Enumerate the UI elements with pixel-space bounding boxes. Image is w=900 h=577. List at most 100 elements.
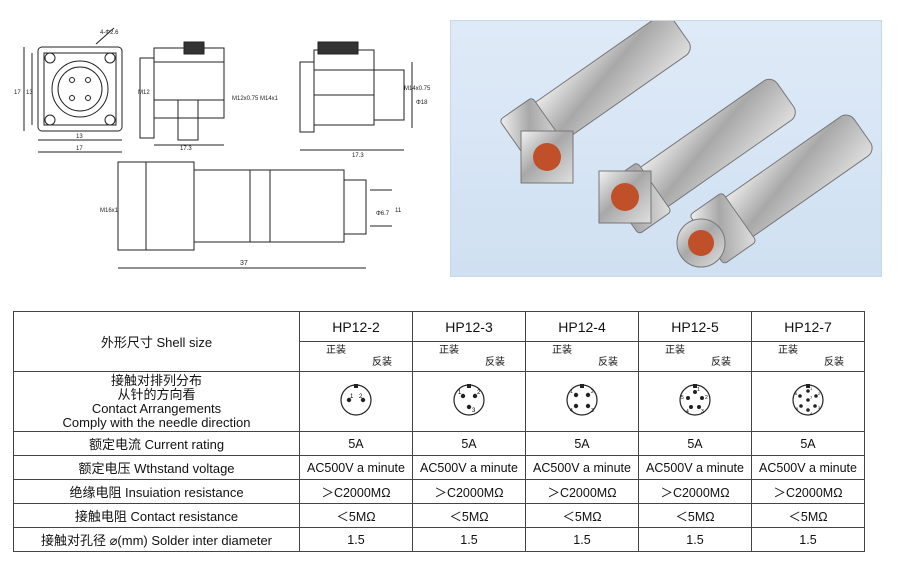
pin-label: 6 <box>795 391 798 396</box>
voltage-value: AC500V a minute <box>638 455 752 480</box>
pin-label: 3 <box>472 408 476 414</box>
pin-label: 2 <box>359 394 363 400</box>
mount-direction-cell: 正装反装 <box>299 341 413 372</box>
pin-label: 2 <box>591 389 594 395</box>
dim-17-v: 17 <box>14 90 21 96</box>
voltage-value: AC500V a minute <box>412 455 526 480</box>
rear-mount-label: 反装 <box>824 356 844 368</box>
pin-diagram-cell: 1 2 3 <box>412 371 526 432</box>
insulation-value: ＞C2000MΩ <box>412 479 526 504</box>
voltage-label: 额定电压 Wthstand voltage <box>13 455 300 480</box>
dim-m12x075: M12x0.75 <box>232 96 259 102</box>
pin-label: 5 <box>681 395 684 401</box>
contact-resistance-value: ＜5MΩ <box>751 503 865 528</box>
solder-diameter-label: 接触对孔径 ⌀(mm) Solder inter diameter <box>13 527 300 552</box>
pin-label: 4 <box>686 409 689 415</box>
dim-17-3-a: 17.3 <box>180 146 192 152</box>
contact-resistance-value: ＜5MΩ <box>299 503 413 528</box>
insulation-value: ＞C2000MΩ <box>751 479 865 504</box>
solder-diameter-value: 1.5 <box>751 527 865 552</box>
pin-label: 5 <box>796 406 799 411</box>
pin-layout-4: 1 2 3 4 <box>566 384 598 416</box>
pin-label: 2 <box>818 391 821 396</box>
pin-label: 1 <box>458 390 462 396</box>
spec-table: 外形尺寸 Shell size HP12-2 HP12-3 HP12-4 HP1… <box>13 311 865 552</box>
solder-diameter-value: 1.5 <box>299 527 413 552</box>
voltage-value: AC500V a minute <box>299 455 413 480</box>
rear-mount-label: 反装 <box>485 356 505 368</box>
front-mount-label: 正装 <box>439 344 459 356</box>
model-hp12-3: HP12-3 <box>412 311 526 342</box>
dim-phi18: Φ18 <box>416 100 428 106</box>
dim-11: 11 <box>395 208 402 214</box>
label-line-cn2: 从针的方向看 <box>117 386 196 402</box>
label-line-en1: Contact Arrangements <box>91 400 222 416</box>
mount-direction-cell: 正装反装 <box>751 341 865 372</box>
rear-mount-label: 反装 <box>372 356 392 368</box>
mount-direction-cell: 正装反装 <box>525 341 639 372</box>
current-value: 5A <box>638 431 752 456</box>
dim-13-v: 13 <box>26 90 33 96</box>
voltage-value: AC500V a minute <box>525 455 639 480</box>
technical-drawing: 4-Φ2.6 17 13 13 17 M12 17.3 M12x0.75 M14… <box>14 27 431 269</box>
product-photo <box>450 13 882 277</box>
insulation-value: ＞C2000MΩ <box>638 479 752 504</box>
solder-diameter-value: 1.5 <box>412 527 526 552</box>
rear-mount-label: 反装 <box>598 356 618 368</box>
contact-resistance-value: ＜5MΩ <box>412 503 526 528</box>
front-mount-label: 正装 <box>552 344 572 356</box>
voltage-value: AC500V a minute <box>751 455 865 480</box>
dim-holes: 4-Φ2.6 <box>100 30 119 36</box>
rear-mount-label: 反装 <box>711 356 731 368</box>
insulation-value: ＞C2000MΩ <box>525 479 639 504</box>
pin-label: 2 <box>477 390 481 396</box>
shell-size-label: 外形尺寸 Shell size <box>13 311 300 372</box>
solder-diameter-value: 1.5 <box>638 527 752 552</box>
contact-resistance-value: ＜5MΩ <box>638 503 752 528</box>
dim-17-3-b: 17.3 <box>352 153 364 159</box>
pin-label: 1 <box>810 386 813 391</box>
solder-diameter-value: 1.5 <box>525 527 639 552</box>
front-mount-label: 正装 <box>665 344 685 356</box>
connector-photo-image <box>500 13 873 268</box>
front-mount-label: 正装 <box>326 344 346 356</box>
mount-direction-cell: 正装反装 <box>412 341 526 372</box>
dim-13-h: 13 <box>76 134 83 140</box>
pin-label: 7 <box>810 395 813 400</box>
current-rating-label: 额定电流 Current rating <box>13 431 300 456</box>
pin-label: 3 <box>591 408 594 414</box>
pin-label: 1 <box>570 389 573 395</box>
current-value: 5A <box>751 431 865 456</box>
pin-layout-5: 12 3 4 5 <box>679 384 711 416</box>
dim-37: 37 <box>240 260 248 267</box>
dim-m14x1: M14x1 <box>260 96 279 102</box>
pin-layout-3: 1 2 3 <box>453 384 485 416</box>
dim-m16x1: M16x1 <box>100 208 119 214</box>
model-hp12-7: HP12-7 <box>751 311 865 342</box>
pin-label: 4 <box>570 408 573 414</box>
pin-diagram-cell: 1 2 3 4 <box>525 371 639 432</box>
model-hp12-2: HP12-2 <box>299 311 413 342</box>
contact-resistance-label: 接触电阻 Contact resistance <box>13 503 300 528</box>
model-hp12-5: HP12-5 <box>638 311 752 342</box>
front-mount-label: 正装 <box>778 344 798 356</box>
dim-17-h: 17 <box>76 146 83 152</box>
current-value: 5A <box>299 431 413 456</box>
label-line-en2: Comply with the needle direction <box>62 414 251 430</box>
pin-label: 2 <box>705 395 708 401</box>
current-value: 5A <box>412 431 526 456</box>
dim-phi67: Φ6.7 <box>376 211 390 217</box>
pin-label: 4 <box>810 411 813 416</box>
pin-label: 1 <box>697 387 700 393</box>
model-hp12-4: HP12-4 <box>525 311 639 342</box>
dim-m14x075: M14x0.75 <box>404 86 431 92</box>
label-line-cn1: 接触对排列分布 <box>110 372 202 388</box>
contact-resistance-value: ＜5MΩ <box>525 503 639 528</box>
dim-m12: M12 <box>138 90 150 96</box>
pin-label: 3 <box>701 409 704 415</box>
pin-label: 1 <box>350 394 354 400</box>
